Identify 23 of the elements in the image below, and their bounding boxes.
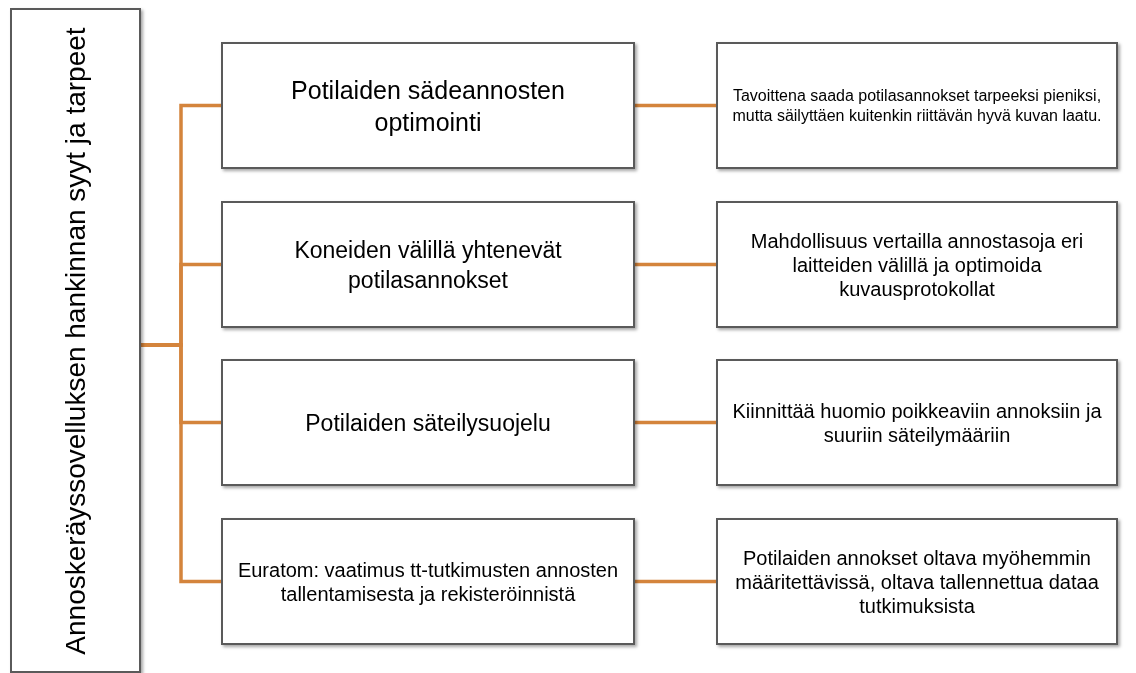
box-text: Tavoittena saada potilasannokset tarpeeksi pieniksi, mutta säilyttäen kuitenkin riittävän hyvä kuvan laatu. xyxy=(731,85,1103,126)
box-text: Potilaiden annokset oltava myöhemmin määritettävissä, oltava tallennettua dataa tutkimuksista xyxy=(734,545,1100,618)
connector-line xyxy=(141,343,221,584)
title-text: Annoskeräyssovelluksen hankinnan syyt ja tarpeet xyxy=(58,25,92,657)
text-box xyxy=(716,201,1118,328)
box-text: Koneiden välillä yhtenevät potilasannokset xyxy=(293,235,563,295)
text-box xyxy=(221,359,635,486)
text-box xyxy=(221,42,635,169)
title-box xyxy=(10,8,141,673)
text-box xyxy=(716,42,1118,169)
box-text: Potilaiden säteilysuojelu xyxy=(304,408,552,438)
text-box xyxy=(221,518,635,645)
box-text: Potilaiden sädeannosten optimointi xyxy=(290,74,566,138)
connector-line xyxy=(635,420,716,425)
connector-line xyxy=(635,579,716,584)
text-box xyxy=(716,518,1118,645)
box-text: Kiinnittää huomio poikkeaviin annoksiin ja suuriin säteilymääriin xyxy=(731,398,1103,447)
connector-line xyxy=(635,262,716,267)
connector-line xyxy=(635,103,716,108)
text-box xyxy=(716,359,1118,486)
box-text: Euratom: vaatimus tt-tutkimusten annosten tallentamisesta ja rekisteröinnistä xyxy=(236,557,620,606)
text-box xyxy=(221,201,635,328)
box-text: Mahdollisuus vertailla annostasoja eri laitteiden välillä ja optimoida kuvausprotokollat xyxy=(749,228,1085,301)
